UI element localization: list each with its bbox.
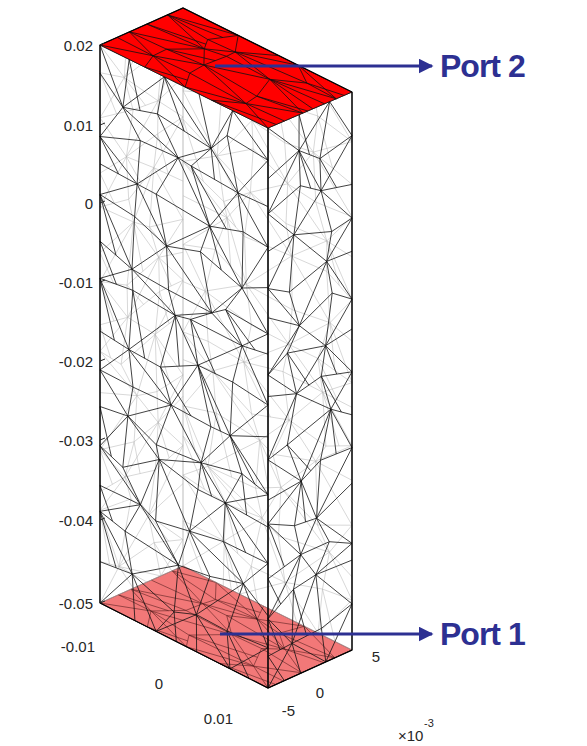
axis-ticks: [100, 43, 105, 603]
mesh-edges: [268, 92, 352, 688]
tick: [100, 123, 105, 125]
axis-tick-label: -0.02: [59, 354, 93, 369]
axis-tick-label: -5: [282, 703, 295, 718]
port-leader: [220, 633, 432, 636]
box-outline: [100, 8, 352, 688]
tick: [100, 438, 105, 440]
tick: [100, 280, 105, 282]
tick: [100, 518, 105, 520]
tick: [100, 43, 105, 45]
axis-tick-label: 5: [372, 649, 380, 664]
port-label: Port 2: [440, 50, 525, 82]
axis-tick-label: -0.03: [59, 433, 93, 448]
axis-tick-label: -0.05: [59, 596, 93, 611]
axis-tick-label: 0.02: [64, 38, 93, 53]
axis-tick-label: ×10: [398, 728, 423, 743]
axis-tick-label: 0.01: [64, 118, 93, 133]
axis-tick-label: 0.01: [204, 711, 233, 726]
axis-tick-label: -3: [424, 718, 434, 729]
port-leader: [215, 65, 432, 68]
tick: [100, 201, 105, 203]
box-edge: [268, 128, 269, 688]
mesh-edges: [100, 8, 352, 128]
mesh-edges: [100, 8, 183, 603]
axis-tick-label: 0: [155, 676, 163, 691]
tick: [100, 601, 105, 603]
axis-tick-label: -0.01: [61, 639, 95, 654]
tick: [100, 359, 105, 361]
axis-tick-label: -0.04: [59, 513, 93, 528]
port-label: Port 1: [440, 618, 525, 650]
port2-face: [100, 8, 352, 128]
axis-tick-label: 0: [85, 196, 93, 211]
axis-tick-label: 0: [316, 685, 324, 700]
mesh-edges: [100, 45, 268, 688]
tetra-mesh: [100, 8, 352, 688]
axis-tick-label: -0.01: [59, 275, 93, 290]
